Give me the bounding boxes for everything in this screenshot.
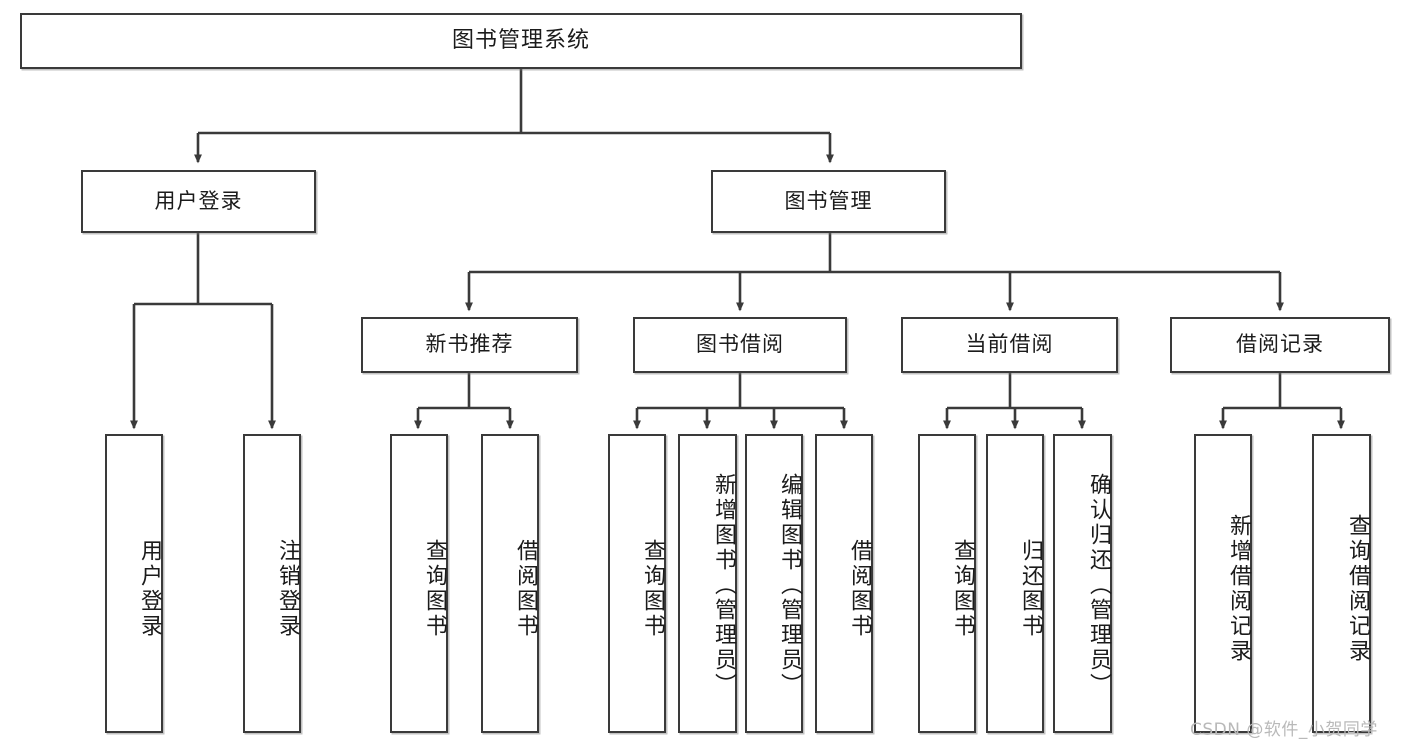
node-current-borrow[interactable]: 当前借阅 xyxy=(901,317,1118,373)
leaf-query-book-3-label: 查询图书 xyxy=(950,538,975,639)
node-book-manage[interactable]: 图书管理 xyxy=(711,170,946,233)
leaf-borrow-book-2[interactable]: 借阅图书 xyxy=(815,434,873,733)
leaf-return-book[interactable]: 归还图书 xyxy=(986,434,1044,733)
leaf-confirm-return-label: 确认归还（管理员） xyxy=(1086,473,1111,698)
leaf-query-book-1-label: 查询图书 xyxy=(422,538,447,639)
node-new-book-rec-label: 新书推荐 xyxy=(425,332,514,357)
node-root-label: 图书管理系统 xyxy=(451,27,590,53)
leaf-edit-book[interactable]: 编辑图书（管理员） xyxy=(745,434,803,733)
leaf-query-book-2[interactable]: 查询图书 xyxy=(608,434,666,733)
node-root[interactable]: 图书管理系统 xyxy=(20,13,1022,69)
leaf-add-book-label: 新增图书（管理员） xyxy=(711,473,736,698)
node-book-borrow-label: 图书借阅 xyxy=(696,332,784,357)
node-borrow-record-label: 借阅记录 xyxy=(1236,332,1324,357)
node-new-book-rec[interactable]: 新书推荐 xyxy=(361,317,578,373)
leaf-borrow-book-1-label: 借阅图书 xyxy=(513,538,538,639)
node-book-borrow[interactable]: 图书借阅 xyxy=(633,317,847,373)
node-user-login[interactable]: 用户登录 xyxy=(81,170,316,233)
leaf-borrow-book-1[interactable]: 借阅图书 xyxy=(481,434,539,733)
leaf-add-record[interactable]: 新增借阅记录 xyxy=(1194,434,1252,733)
leaf-add-record-label: 新增借阅记录 xyxy=(1226,513,1251,664)
leaf-query-book-1[interactable]: 查询图书 xyxy=(390,434,448,733)
leaf-query-record[interactable]: 查询借阅记录 xyxy=(1312,434,1371,733)
leaf-logout-login-label: 注销登录 xyxy=(275,538,300,639)
leaf-user-login[interactable]: 用户登录 xyxy=(105,434,163,733)
leaf-user-login-label: 用户登录 xyxy=(137,538,162,639)
node-book-manage-label: 图书管理 xyxy=(784,188,873,213)
node-user-login-label: 用户登录 xyxy=(154,188,243,213)
leaf-edit-book-label: 编辑图书（管理员） xyxy=(777,473,802,698)
leaf-return-book-label: 归还图书 xyxy=(1018,538,1043,639)
leaf-confirm-return[interactable]: 确认归还（管理员） xyxy=(1053,434,1112,733)
node-current-borrow-label: 当前借阅 xyxy=(965,332,1054,357)
leaf-logout-login[interactable]: 注销登录 xyxy=(243,434,301,733)
node-borrow-record[interactable]: 借阅记录 xyxy=(1170,317,1390,373)
csdn-watermark: CSDN @软件_小贺同学 xyxy=(1190,720,1378,740)
leaf-add-book[interactable]: 新增图书（管理员） xyxy=(678,434,737,733)
leaf-query-record-label: 查询借阅记录 xyxy=(1345,513,1370,664)
leaf-query-book-2-label: 查询图书 xyxy=(640,538,665,639)
leaf-query-book-3[interactable]: 查询图书 xyxy=(918,434,976,733)
leaf-borrow-book-2-label: 借阅图书 xyxy=(847,538,872,639)
